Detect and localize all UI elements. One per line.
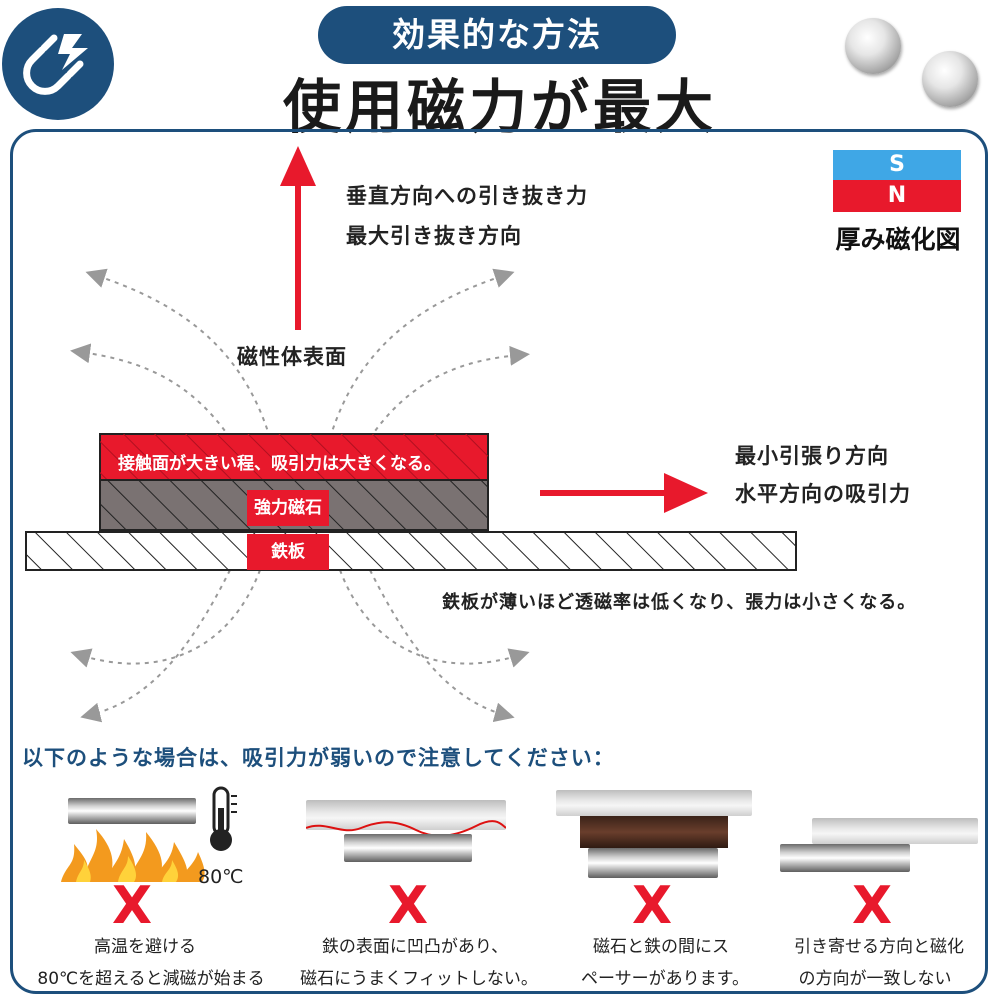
fire-icon bbox=[61, 829, 205, 882]
thermometer-icon bbox=[210, 786, 237, 851]
magnet-disc-image bbox=[845, 18, 901, 74]
x-mark: X bbox=[388, 876, 429, 936]
vertical-force-label: 垂直方向への引き抜き力 bbox=[346, 184, 588, 208]
magnet-note: 接触面が大きい程、吸引力は大きくなる。 bbox=[118, 454, 441, 474]
case2-line1: 鉄の表面に凹凸があり、 bbox=[321, 937, 509, 957]
content-frame bbox=[10, 129, 988, 994]
case2-line2: 磁石にうまくフィットしない。 bbox=[300, 969, 538, 989]
case3-line1: 磁石と鉄の間にス bbox=[593, 937, 729, 957]
plate-note: 鉄板が薄いほど透磁率は低くなり、張力は小さくなる。 bbox=[442, 592, 917, 613]
case3-line2: ペーサーがあります。 bbox=[581, 969, 749, 989]
header-pill: 効果的な方法 bbox=[318, 6, 676, 64]
spacer-block bbox=[580, 816, 728, 848]
warning-text: 以下のような場合は、吸引力が弱いので注意してください： bbox=[22, 746, 615, 770]
case1-line1: 高温を避ける bbox=[94, 937, 196, 957]
magnet-bar bbox=[68, 798, 196, 824]
x-mark: X bbox=[852, 876, 893, 936]
plate-label: 鉄板 bbox=[247, 534, 329, 570]
horizontal-force-label: 水平方向の吸引力 bbox=[735, 482, 911, 506]
magnet-label: 強力磁石 bbox=[247, 490, 329, 526]
uneven-surface-line bbox=[306, 820, 506, 837]
pole-s: S bbox=[833, 150, 961, 180]
iron-surface-bar bbox=[556, 790, 752, 816]
surface-label: 磁性体表面 bbox=[237, 345, 347, 369]
magnet-bar bbox=[344, 834, 472, 862]
temperature-label: 80℃ bbox=[198, 866, 244, 888]
field-lines bbox=[70, 268, 530, 723]
case4-line2: の方向が一致しない bbox=[798, 969, 952, 989]
x-mark: X bbox=[112, 876, 153, 936]
magnet-bar bbox=[780, 844, 910, 872]
legend-label: 厚み磁化図 bbox=[835, 225, 961, 254]
magnet-logo-icon bbox=[2, 8, 114, 120]
iron-surface-bar bbox=[812, 818, 978, 844]
arrow-up-icon bbox=[280, 146, 316, 330]
magnet-bar bbox=[588, 848, 718, 878]
magnet-disc-image bbox=[922, 51, 978, 107]
x-mark: X bbox=[632, 876, 673, 936]
arrow-right-icon bbox=[540, 473, 708, 513]
vertical-direction-label: 最大引き抜き方向 bbox=[346, 224, 522, 248]
case4-line1: 引き寄せる方向と磁化 bbox=[794, 937, 964, 957]
case1-line2: 80℃を超えると減磁が始まる bbox=[37, 969, 265, 989]
pole-n: N bbox=[833, 180, 961, 212]
horizontal-tension-label: 最小引張り方向 bbox=[735, 444, 889, 468]
